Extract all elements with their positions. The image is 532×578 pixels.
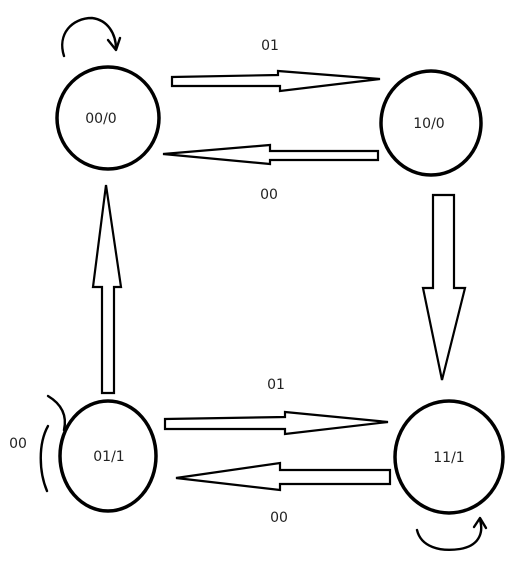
state-01-circle	[58, 399, 158, 513]
self-loop-01-label: 00	[9, 436, 27, 452]
state-10-label: 10/0	[413, 116, 444, 132]
arrow-00-to-10	[170, 69, 381, 93]
transition-11-to-01-label: 00	[270, 510, 288, 526]
transition-00-to-10-label: 01	[261, 38, 279, 54]
arrow-01-to-00	[91, 184, 123, 395]
self-loop-01	[39, 394, 67, 493]
arrow-10-to-00	[162, 143, 380, 166]
state-00-circle	[55, 65, 161, 171]
state-00-label: 00/0	[85, 111, 116, 127]
arrow-11-to-01	[175, 461, 392, 492]
arrow-01-to-11	[163, 410, 389, 436]
self-loop-11	[415, 516, 488, 551]
transition-10-to-00-label: 00	[260, 187, 278, 203]
state-11: 11/1	[393, 399, 505, 515]
arrow-10-to-11	[421, 193, 467, 381]
self-loop-00	[61, 16, 122, 58]
state-10-circle	[379, 69, 483, 177]
state-00: 00/0	[55, 65, 161, 171]
state-01-label: 01/1	[93, 449, 124, 465]
self-loop-00-curve	[61, 16, 118, 58]
self-loop-11-arrowhead	[472, 516, 488, 530]
state-11-label: 11/1	[433, 450, 464, 466]
self-loop-01-curve	[39, 394, 67, 493]
state-11-circle	[393, 399, 505, 515]
self-loop-11-curve	[415, 518, 483, 551]
state-10: 10/0	[379, 69, 483, 177]
state-01: 01/1	[58, 399, 158, 513]
self-loop-00-arrowhead	[106, 36, 122, 52]
transition-01-to-11-label: 01	[267, 377, 285, 393]
